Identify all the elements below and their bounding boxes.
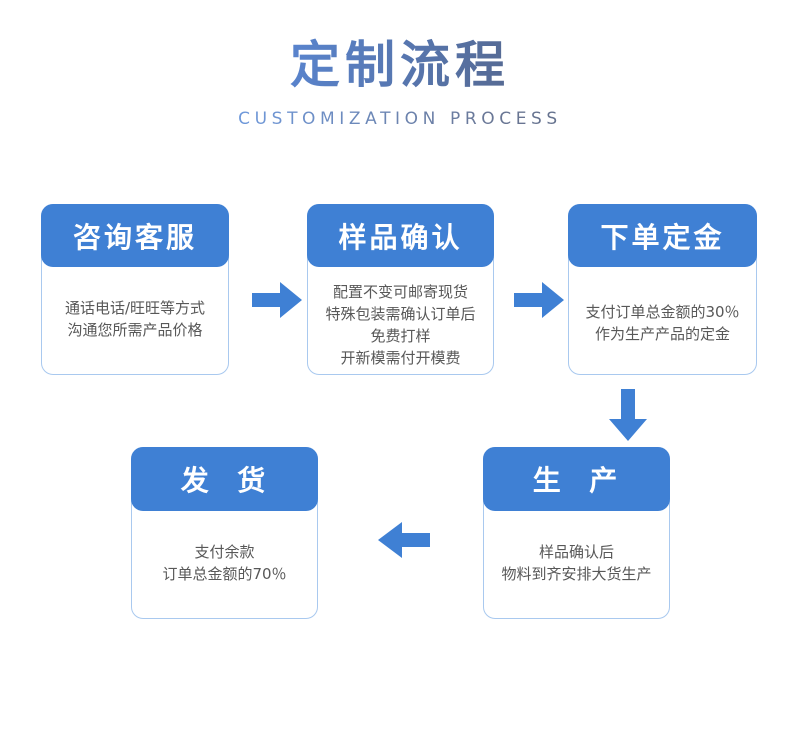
step-heading-deposit: 下单定金 — [568, 204, 757, 267]
step-card-sample[interactable]: 样品确认 配置不变可邮寄现货 特殊包装需确认订单后 免费打样 开新模需付开模费 — [307, 204, 494, 375]
step-heading-sample: 样品确认 — [307, 204, 494, 267]
page-title: 定制流程 — [0, 0, 800, 95]
step-body-consult: 通话电话/旺旺等方式 沟通您所需产品价格 — [64, 299, 206, 339]
step-heading-production: 生 产 — [483, 447, 670, 511]
step-card-deposit[interactable]: 下单定金 支付订单总金额的30％ 作为生产产品的定金 — [568, 204, 757, 375]
page-header: 定制流程 CUSTOMIZATION PROCESS — [0, 0, 800, 129]
step-card-consult[interactable]: 咨询客服 通话电话/旺旺等方式 沟通您所需产品价格 — [41, 204, 229, 375]
step-card-production[interactable]: 生 产 样品确认后 物料到齐安排大货生产 — [483, 447, 670, 619]
step-body-shipment: 支付余款 订单总金额的70％ — [162, 543, 287, 583]
step-heading-shipment: 发 货 — [131, 447, 318, 511]
step-card-shipment[interactable]: 发 货 支付余款 订单总金额的70％ — [131, 447, 318, 619]
page-subtitle: CUSTOMIZATION PROCESS — [0, 95, 800, 129]
step-body-sample: 配置不变可邮寄现货 特殊包装需确认订单后 免费打样 开新模需付开模费 — [325, 283, 476, 367]
step-heading-consult: 咨询客服 — [41, 204, 229, 267]
step-body-production: 样品确认后 物料到齐安排大货生产 — [501, 543, 652, 583]
arrow-down-icon — [609, 389, 647, 441]
arrow-right-icon — [514, 282, 564, 318]
step-body-deposit: 支付订单总金额的30％ 作为生产产品的定金 — [585, 303, 740, 343]
arrow-left-icon — [378, 522, 430, 558]
arrow-right-icon — [252, 282, 302, 318]
